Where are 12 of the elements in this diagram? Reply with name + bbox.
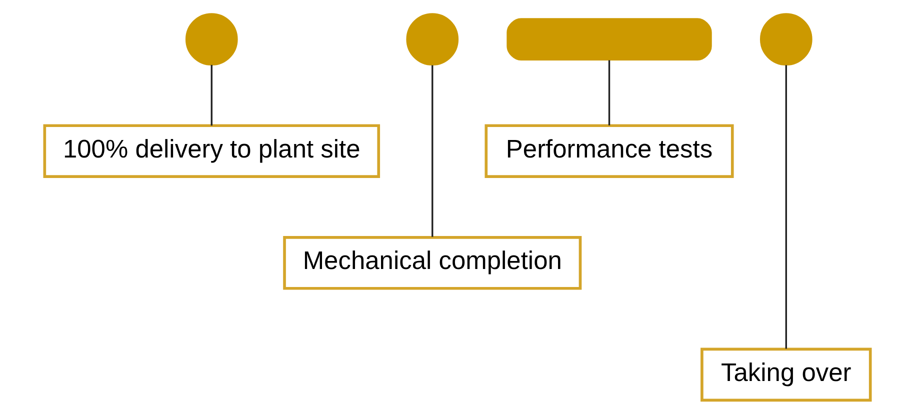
- node-circle: [760, 13, 812, 66]
- node-circle: [406, 13, 459, 66]
- node-circle: [185, 13, 238, 66]
- node-bar: [506, 18, 712, 61]
- connector: [210, 64, 212, 126]
- connector: [608, 60, 610, 126]
- node-box: Taking over: [700, 348, 872, 402]
- node-box: 100% delivery to plant site: [43, 124, 380, 178]
- node-box: Performance tests: [484, 124, 734, 178]
- node-box: Mechanical completion: [283, 236, 582, 290]
- connector: [432, 65, 434, 237]
- connector: [785, 65, 787, 349]
